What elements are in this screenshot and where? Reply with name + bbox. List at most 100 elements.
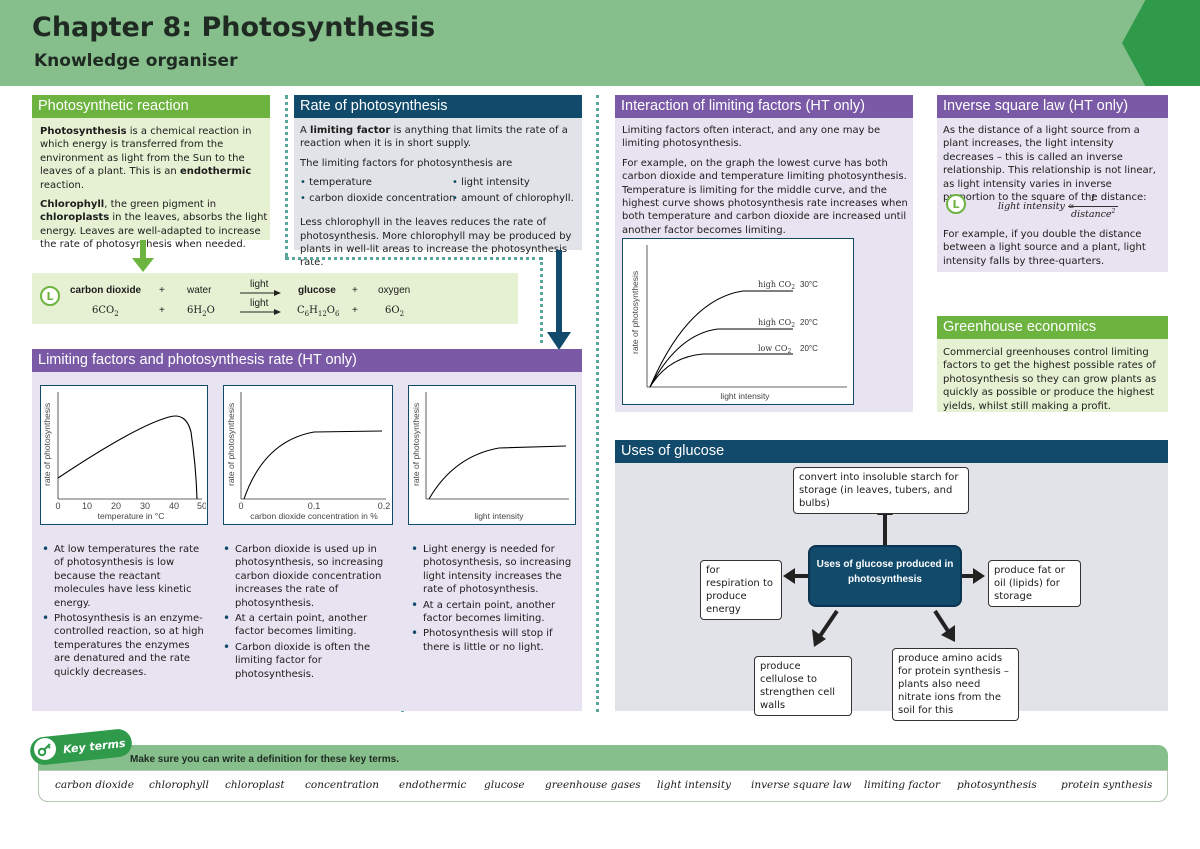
eq-plus: + [159, 305, 165, 316]
glucose-starch-node: convert into insoluble starch for storag… [793, 467, 969, 514]
photosynthetic-reaction-panel [32, 95, 270, 240]
photosynthetic-reaction-title: Photosynthetic reaction [32, 95, 270, 118]
text: is anything that limits the rate of a re… [300, 125, 568, 150]
limiting-factors-title: Limiting factors and photosynthesis rate… [32, 349, 582, 372]
term-photosynthesis: Photosynthesis [40, 126, 127, 137]
list-item: Carbon dioxide is often the limiting fac… [221, 641, 393, 681]
rate-panel [294, 95, 582, 250]
graph-ylabel: rate of photosynthesis [411, 403, 421, 486]
curve-label-temp: 30°C [800, 280, 818, 289]
light-graph: rate of photosynthesis light intensity [408, 385, 576, 525]
text: O [206, 305, 215, 316]
text: is a chemical reaction in which energy i… [40, 126, 252, 178]
photosynthetic-reaction-text: Photosynthesis is a chemical reaction in… [40, 125, 268, 258]
text: 6H [187, 305, 203, 316]
list-item: At low temperatures the rate of photosyn… [40, 543, 205, 610]
key-term: photosynthesis [957, 779, 1037, 791]
eq-sym-oxygen: 6O2 [385, 305, 404, 318]
tick-label: 0.1 [308, 501, 321, 511]
limiting-factor-list: • temperature • light intensity • carbon… [300, 176, 578, 210]
key-term: endothermic [399, 779, 467, 791]
tick-label: 20 [111, 501, 121, 511]
tick-label: 10 [82, 501, 92, 511]
temperature-graph: rate of photosynthesis 0 10 20 30 40 50 … [40, 385, 208, 525]
interaction-graph: rate of photosynthesis light intensity h… [622, 238, 854, 405]
key-term: protein synthesis [1061, 779, 1153, 791]
glucose-cellulose-node: produce cellulose to strengthen cell wal… [754, 656, 852, 716]
greenhouse-text: Commercial greenhouses control limiting … [943, 347, 1157, 412]
list-item: Photosynthesis will stop if there is lit… [409, 627, 577, 654]
eq-sym-glucose: C6H12O6 [297, 305, 339, 318]
text: carbon dioxide concentration [309, 193, 456, 205]
page-title: Chapter 8: Photosynthesis [32, 12, 436, 43]
co2-bullets: Carbon dioxide is used up in photosynthe… [221, 543, 393, 683]
formula-denominator: distance2 [1071, 208, 1115, 220]
text: temperature [309, 177, 372, 189]
list-item: • light intensity [452, 177, 530, 189]
subscript: 12 [317, 310, 327, 318]
glucose-amino-node: produce amino acids for protein synthesi… [892, 648, 1019, 721]
greenhouse-title: Greenhouse economics [937, 316, 1168, 339]
text: A [300, 125, 311, 136]
tick-label: 40 [169, 501, 179, 511]
down-arrow-icon [132, 240, 154, 272]
inverse-square-panel [937, 95, 1168, 272]
eq-plus: + [352, 305, 358, 316]
text: light intensity [461, 177, 530, 189]
list-item: • temperature [300, 177, 372, 189]
subscript: 2 [202, 310, 207, 318]
temperature-graph-svg: rate of photosynthesis 0 10 20 30 40 50 … [42, 392, 206, 521]
list-item: Photosynthesis is an enzyme-controlled r… [40, 612, 205, 679]
subscript: 2 [399, 310, 405, 318]
graph-ylabel: rate of photosynthesis [42, 403, 52, 486]
graph-ylabel: rate of photosynthesis [630, 271, 640, 354]
tick-label: 0 [55, 501, 60, 511]
graph-xlabel: temperature in °C [98, 511, 165, 521]
text: distance [1071, 209, 1112, 221]
eq-oxygen: oxygen [378, 285, 411, 296]
key-terms-instruction: Make sure you can write a definition for… [130, 754, 399, 765]
curve-label-temp: 20°C [800, 344, 818, 353]
subscript: 2 [791, 284, 795, 291]
subscript: 6 [334, 310, 340, 318]
glucose-respiration-node: for respiration to produce energy [700, 560, 782, 620]
key-term: greenhouse gases [545, 779, 641, 791]
key-term: limiting factor [864, 779, 941, 791]
term-endothermic: endothermic [179, 166, 252, 178]
curve-label-co2: high CO2 [758, 318, 795, 329]
curve-label-temp: 20°C [800, 318, 818, 327]
text: 6O [385, 305, 400, 316]
text: Limiting factors often interact, and any… [622, 125, 881, 150]
key-term: glucose [484, 779, 525, 791]
light-graph-svg: rate of photosynthesis light intensity [411, 392, 569, 521]
tick-label: 50 [197, 501, 206, 511]
list-item: • amount of chlorophyll. [452, 193, 574, 205]
key-terms-list: carbon dioxide chlorophyll chloroplast c… [38, 770, 1168, 802]
key-term: light intensity [657, 779, 731, 791]
glucose-fat-node: produce fat or oil (lipids) for storage [988, 560, 1081, 607]
formula-lhs: light intensity ∝ [998, 201, 1075, 212]
eq-sym-water: 6H2O [187, 305, 215, 318]
eq-plus: + [159, 285, 165, 296]
text: 6CO [92, 305, 115, 316]
reaction-arrow-icon [240, 309, 281, 315]
interaction-text: Limiting factors often interact, and any… [622, 124, 908, 243]
l-badge-icon: L [40, 286, 60, 306]
inverse-square-title: Inverse square law (HT only) [937, 95, 1168, 118]
text: For example, on the graph the lowest cur… [622, 157, 908, 236]
light-bullets: Light energy is needed for photosynthesi… [409, 543, 577, 656]
page-subtitle: Knowledge organiser [34, 51, 238, 71]
subscript: 6 [304, 310, 310, 318]
list-item: At a certain point, another factor becom… [221, 612, 393, 639]
l-badge-icon: L [946, 194, 966, 214]
term-chloroplasts: chloroplasts [40, 212, 110, 224]
glucose-center-node: Uses of glucose produced in photosynthes… [808, 545, 962, 607]
rate-text: A limiting factor is anything that limit… [300, 124, 578, 276]
text: O [326, 305, 335, 316]
dotted-connector [596, 95, 599, 712]
co2-graph-svg: rate of photosynthesis 0 0.1 0.2 carbon … [226, 392, 390, 521]
text: Less chlorophyll in the leaves reduces t… [300, 217, 572, 269]
term-limiting-factor: limiting factor [310, 125, 391, 136]
eq-plus: + [352, 285, 358, 296]
eq-light-label: light [250, 298, 269, 309]
